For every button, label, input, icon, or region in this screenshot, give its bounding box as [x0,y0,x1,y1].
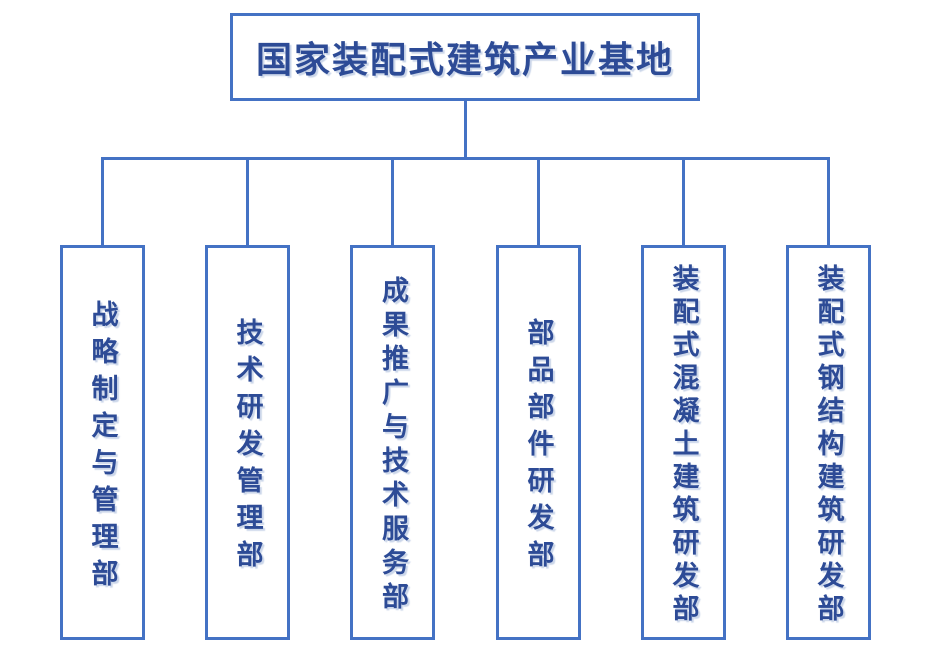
dept-node-steel-structure-rd: 装配式钢结构建筑研发部 [785,245,871,640]
dept-node-parts-components-rd: 部品部件研发部 [495,245,581,640]
connector-drop-6 [826,157,830,245]
connector-drop-3 [391,157,394,245]
dept-node-tech-rd-management: 技术研发管理部 [204,245,290,640]
dept-node-label: 成果推广与技术服务部 [378,276,408,616]
connector-stem [463,101,467,158]
connector-drop-1 [100,157,104,245]
dept-node-strategy-management: 战略制定与管理部 [59,245,145,640]
connector-drop-4 [536,157,540,245]
connector-drop-2 [245,157,249,245]
dept-node-label: 部品部件研发部 [523,318,554,577]
dept-node-label: 装配式混凝土建筑研发部 [668,264,699,627]
dept-node-label: 装配式钢结构建筑研发部 [813,264,844,627]
dept-node-label: 战略制定与管理部 [87,299,118,596]
connector-horizontal [100,157,830,160]
dept-node-label: 技术研发管理部 [232,318,263,577]
dept-node-promotion-tech-service: 成果推广与技术服务部 [350,245,435,640]
dept-node-precast-concrete-rd: 装配式混凝土建筑研发部 [640,245,726,640]
connector-drop-5 [681,157,685,245]
root-node: 国家装配式建筑产业基地 [230,13,700,101]
root-node-label: 国家装配式建筑产业基地 [255,39,674,80]
